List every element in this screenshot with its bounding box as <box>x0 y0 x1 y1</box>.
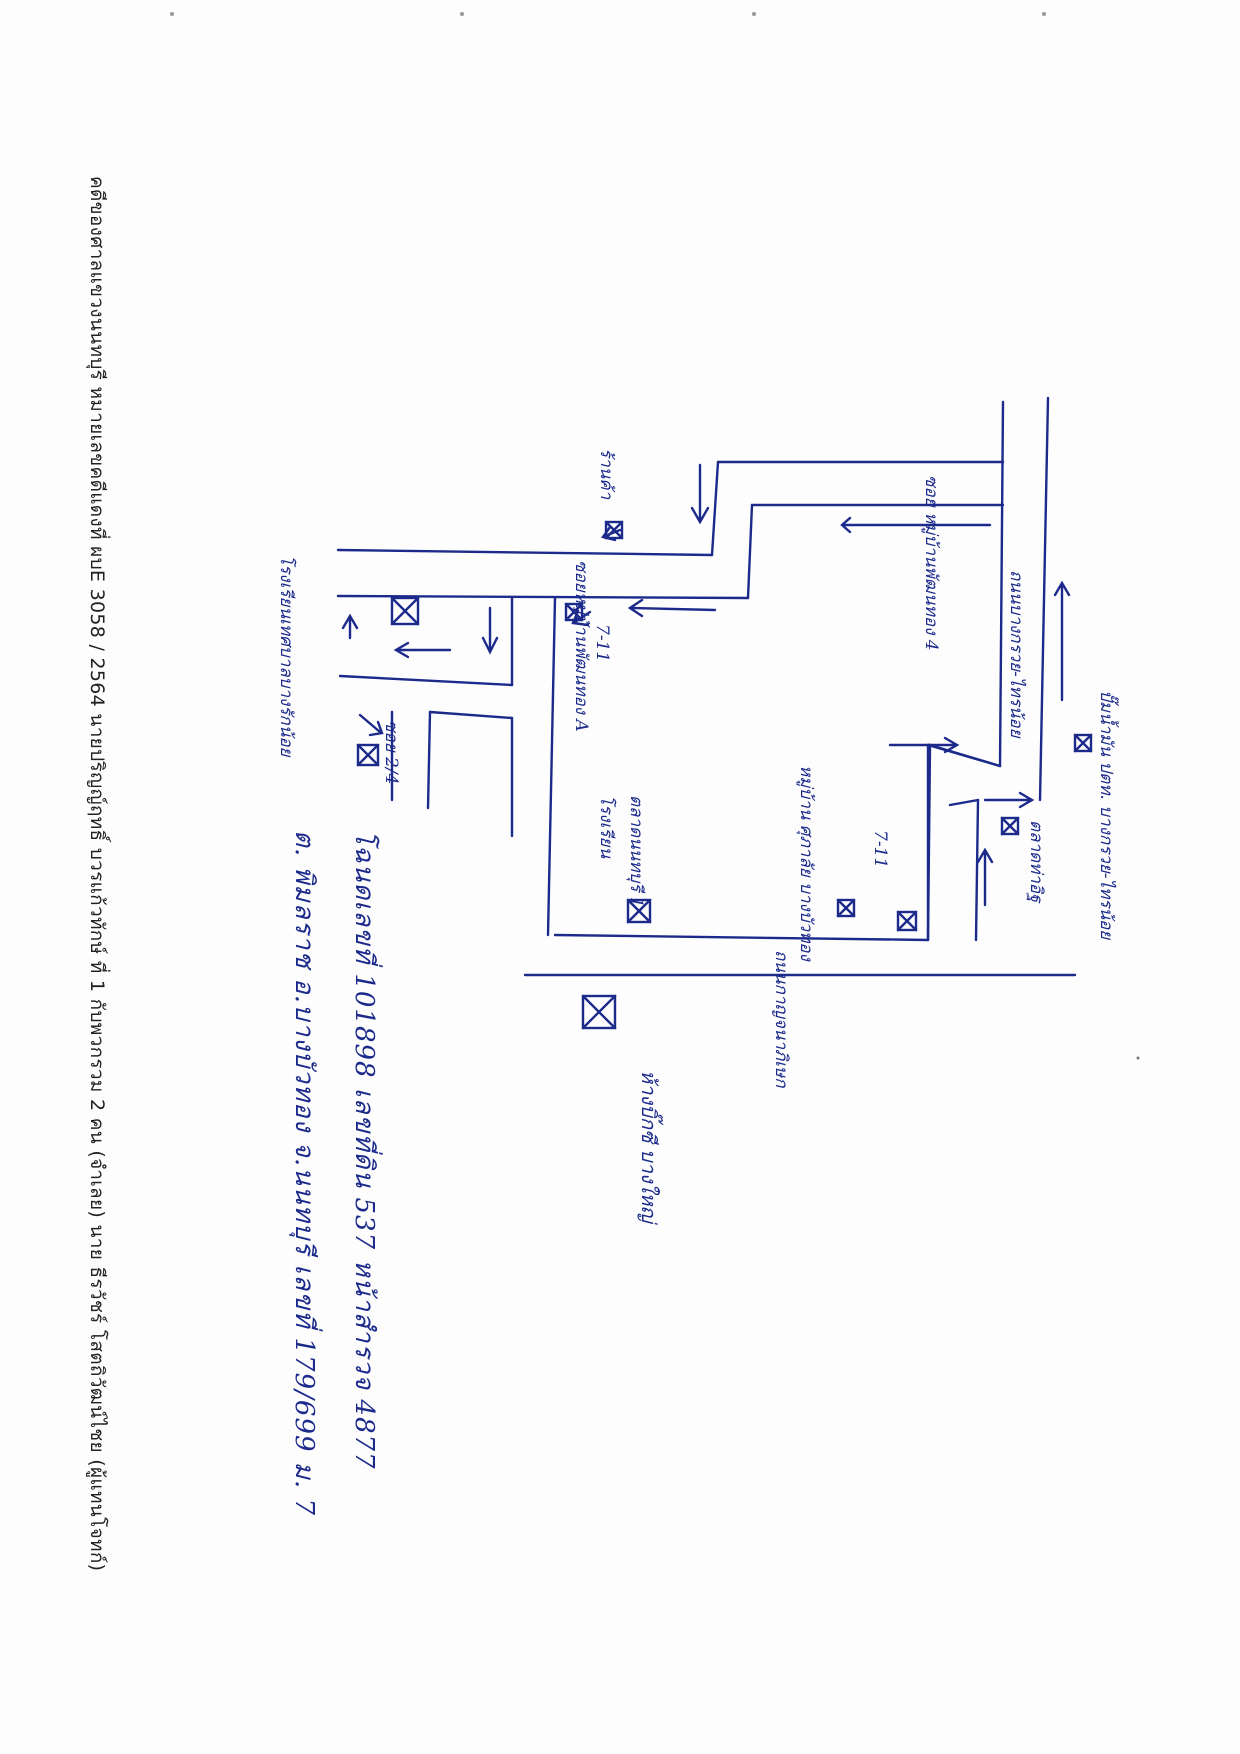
landmark-box-icon <box>390 596 420 626</box>
landmark-lotus-label: ตลาดนนทบุรี 1 <box>626 795 646 908</box>
street-main-road-label: ถนนกาญจนาภิเษก <box>771 950 791 1088</box>
landmark-box-icon <box>836 898 856 918</box>
address-note: ต. พิมลราช อ.บางบัวทอง จ.นนทบุรี เลขที่ … <box>289 830 319 1516</box>
arrow-icon <box>627 598 717 618</box>
punch-dot <box>1042 12 1046 16</box>
arrow-icon <box>481 606 499 655</box>
landmark-shop-top-label: ร้านค้า <box>596 448 616 500</box>
landmark-box-icon <box>626 898 652 924</box>
soi-a-lower-line <box>336 594 750 600</box>
landmark-school-label: โรงเรียนเทศบาลบางรักน้อย <box>276 555 296 757</box>
landmark-box-icon <box>1073 733 1093 753</box>
landmark-box-icon <box>581 994 617 1030</box>
landmark-box-icon <box>356 743 380 767</box>
central-road-left <box>546 596 557 937</box>
title-deed-note: โฉนดเลขที่ 101898 เลขที่ดิน 537 หน้าสำรว… <box>349 830 379 1470</box>
punch-dot <box>460 12 464 16</box>
landmark-7-11-left-label: 7-11 <box>592 624 612 663</box>
punch-dot <box>170 12 174 16</box>
punch-dot <box>752 12 756 16</box>
soi-a-upper-line <box>336 548 714 557</box>
arrow-icon <box>983 791 1035 809</box>
landmark-box-icon <box>896 910 918 932</box>
arrow-icon <box>840 516 992 534</box>
street-soi-4-label: ซอย หมู่บ้านพัฒนทอง 4 <box>921 475 941 651</box>
landmark-box-icon <box>1000 816 1020 836</box>
main-road-upper-line <box>553 933 930 942</box>
landmark-bank-label: ปั๊มน้ำมัน ปตท. บางกรวย-ไทรน้อย <box>1096 690 1116 940</box>
street-soi-a-label: ซอยหมู่บ้านพัฒนทอง A <box>571 560 591 732</box>
arrow-icon <box>690 463 710 525</box>
street-soi-2-4-label: ซอย 2/4 <box>381 720 401 785</box>
arrow-icon <box>888 736 960 754</box>
stray-dot <box>1136 1056 1140 1060</box>
landmark-village-label: หมู่บ้าน ศุภาลัย บางบัวทอง <box>796 765 816 961</box>
landmark-wat-label: โรงเรียน <box>596 795 616 859</box>
arrow-icon <box>976 847 994 907</box>
landmark-market-label: ตลาดท่าอิฐ <box>1026 820 1046 903</box>
landmark-box-icon <box>564 602 584 622</box>
landmark-home-ref-label: ห้างบิ๊กซี บางใหญ่ <box>637 1070 661 1223</box>
side-road-outer-line <box>1038 396 1050 802</box>
arrow-icon <box>393 641 452 659</box>
street-side-road-label: ถนนบางกรวย-ไทรน้อย <box>1006 570 1026 738</box>
arrow-icon <box>358 713 384 737</box>
landmark-7-11-right-label: 7-11 <box>870 830 890 869</box>
landmark-box-icon <box>604 520 624 540</box>
arrow-icon <box>1053 580 1071 702</box>
arrow-icon <box>341 613 359 640</box>
